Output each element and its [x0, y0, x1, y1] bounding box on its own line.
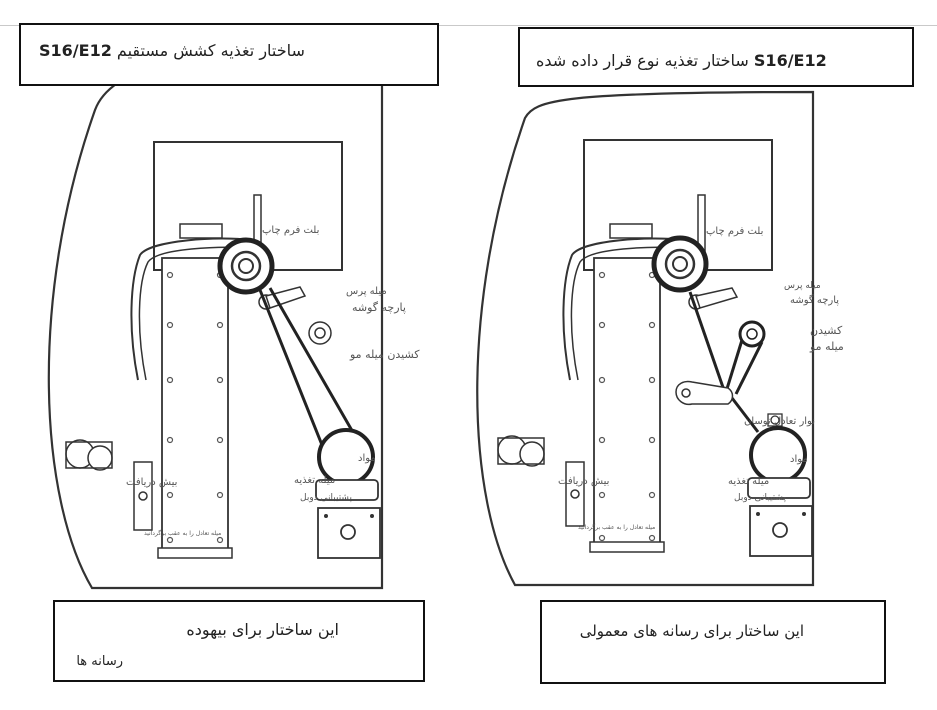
left-belt-label: بلت فرم چاپ	[262, 225, 319, 236]
left-balance-rod-label: میله تعادل را به عقب برگردانید	[144, 529, 221, 537]
right-media-curve	[562, 237, 685, 381]
left-note-line1: این ساختار برای بیهوده	[186, 620, 339, 639]
right-pull-rod	[738, 320, 766, 348]
left-receive-unit	[65, 439, 113, 471]
right-pull-rod-line1: کشیدن	[810, 324, 843, 337]
left-media-curve	[130, 237, 251, 381]
right-material-label: مواد	[790, 454, 808, 465]
right-tension-arm	[675, 380, 734, 406]
left-pull-rod-label: کشیدن میله مو	[349, 348, 420, 361]
right-pull-rod-line2: میله مو	[809, 340, 844, 353]
right-tension-belt-label: نوار تعادل نوسان	[744, 416, 815, 427]
right-feed-support-label: پشتیبانی دوبل	[734, 493, 786, 503]
left-title-box: ساختار تغذیه کشش مستقیم S16/E12	[19, 23, 439, 86]
left-press-rod-line2: پارچه گوشه	[352, 301, 406, 314]
left-pull-rod	[308, 321, 332, 345]
right-note-line1: این ساختار برای رسانه های معمولی	[579, 622, 804, 640]
left-feed-rod	[315, 479, 379, 501]
right-column-screws	[598, 271, 656, 542]
left-title: ساختار تغذیه کشش مستقیم S16/E12	[39, 41, 305, 60]
right-main-column	[593, 257, 661, 551]
left-material-label: مواد	[358, 453, 376, 464]
left-feed-rod-label: میله تغذیه	[294, 475, 335, 486]
left-print-roller	[217, 237, 275, 295]
left-main-column	[161, 257, 229, 557]
right-balance-rod-label: میله تعادل را به عقب برگردانید	[578, 523, 655, 531]
left-feed-support-label: پشتیبانی دوبل	[300, 493, 352, 503]
right-note-box: این ساختار برای رسانه های معمولی	[540, 600, 886, 684]
right-press-rod-line2: پارچه گوشه	[790, 294, 839, 306]
right-title-box: S16/E12 ساختار تغذیه نوع قرار داده شده	[518, 27, 914, 87]
left-receive-label: بیش دریافت	[126, 477, 177, 488]
top-divider-line	[0, 25, 937, 26]
right-print-roller	[651, 235, 709, 293]
left-bottom-mount	[317, 507, 381, 559]
right-feed-rod-label: میله تغذیه	[728, 476, 769, 487]
right-belt-label: بلت فرم چاپ	[706, 226, 763, 237]
right-press-rod-line1: میله پرس	[784, 281, 821, 291]
right-machine: بلت فرم چاپ میله پرس پارچه گوشه کشیدن می…	[476, 90, 844, 587]
right-feed-rod	[747, 477, 811, 499]
right-balance-bracket	[565, 461, 585, 527]
left-note-box: این ساختار برای بیهوده رسانه ها	[53, 600, 425, 682]
right-column-base	[589, 541, 665, 553]
left-machine: بلت فرم چاپ میله پرس پارچه گوشه کشیدن می…	[47, 38, 420, 590]
left-column-base	[157, 547, 233, 559]
left-press-rod-line1: میله پرس	[346, 286, 387, 297]
right-small-rod	[767, 413, 783, 427]
right-receive-label: بیش دریافت	[558, 476, 609, 487]
right-title: S16/E12 ساختار تغذیه نوع قرار داده شده	[536, 51, 827, 70]
left-bracket-top	[179, 223, 223, 239]
left-note-line2: رسانه ها	[76, 654, 123, 669]
left-balance-bracket	[133, 461, 153, 531]
right-receive-unit	[497, 435, 545, 467]
right-bracket-top	[609, 223, 653, 239]
